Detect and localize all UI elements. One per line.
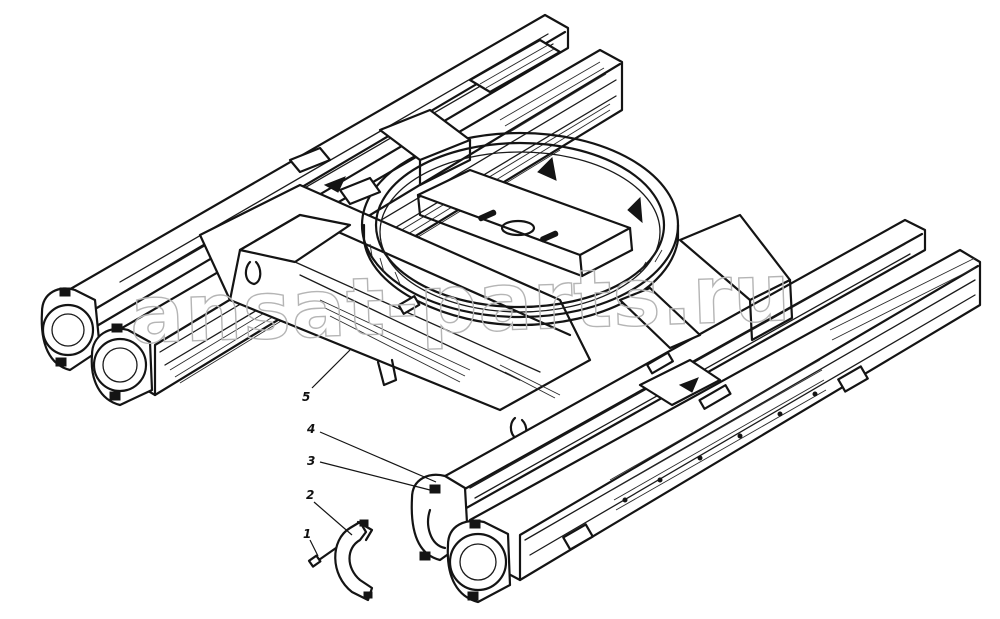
callout-labels: 1 2 3 4 5 [302, 390, 315, 541]
bolt-part-1 [307, 546, 338, 568]
callout-3: 3 [307, 454, 315, 468]
callout-4: 4 [306, 422, 315, 436]
callout-leaders [309, 349, 437, 557]
left-front-hub-bracket [90, 323, 154, 407]
left-top-bracket [288, 108, 472, 315]
cross-beam-hatching [319, 299, 561, 399]
left-rear-hub-bracket [40, 287, 102, 372]
center-cross-beam [198, 183, 592, 442]
callout-1: 1 [303, 527, 311, 541]
callout-5: 5 [302, 390, 310, 404]
slewing-ring [360, 131, 680, 327]
right-front-hub-bracket [446, 519, 512, 604]
callout-2: 2 [306, 488, 314, 502]
right-outrigger-bracket [618, 213, 794, 410]
beam-bolt-holes [622, 391, 818, 503]
bearing-cap-part-2 [334, 519, 374, 602]
ring-hatching [369, 243, 663, 285]
right-front-beam-hatching [609, 257, 976, 511]
